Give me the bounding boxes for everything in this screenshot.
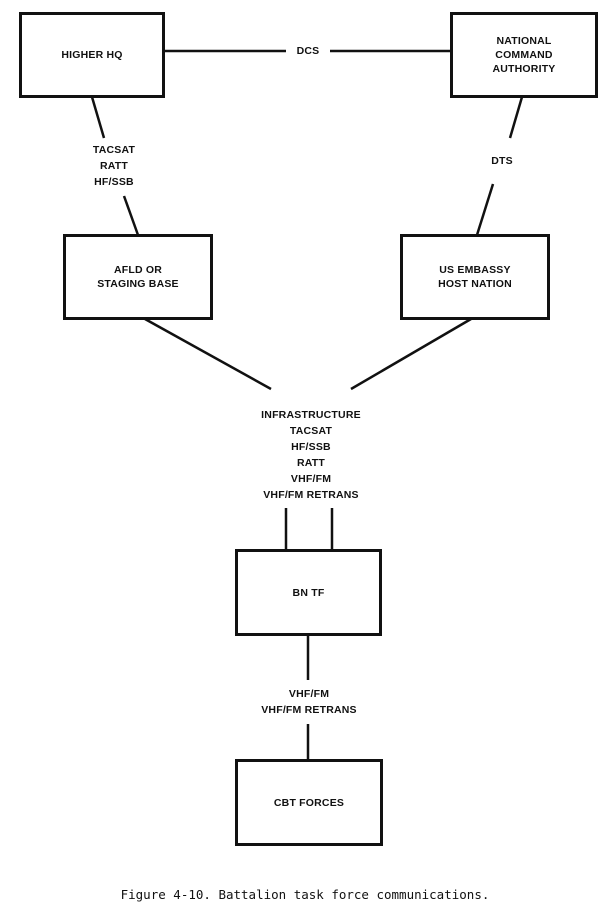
line-afld-hub (144, 317, 272, 391)
node-us-embassy-host-nation: US EMBASSY HOST NATION (400, 234, 550, 320)
node-afld-label: AFLD OR STAGING BASE (97, 264, 179, 290)
node-bn-tf: BN TF (235, 549, 382, 636)
line-nca-embassy-bottom (475, 183, 495, 236)
line-hq-afld-top (90, 96, 106, 139)
link-label-dts: DTS (480, 153, 524, 169)
node-bntf-label: BN TF (292, 586, 325, 599)
node-higher-hq-label: HIGHER HQ (61, 49, 123, 61)
line-hq-afld-bottom (122, 195, 140, 236)
node-national-command-authority: NATIONAL COMMAND AUTHORITY (450, 12, 598, 98)
link-label-hub: INFRASTRUCTURE TACSAT HF/SSB RATT VHF/FM… (241, 407, 381, 503)
node-cbt-label: CBT FORCES (273, 796, 345, 809)
node-higher-hq: HIGHER HQ (19, 12, 165, 98)
link-label-bntf-cbt: VHF/FM VHF/FM RETRANS (244, 686, 374, 718)
line-nca-embassy-top (508, 96, 524, 139)
figure-caption: Figure 4-10. Battalion task force commun… (120, 887, 490, 902)
link-label-dcs: DCS (288, 43, 328, 59)
node-nca-label: NATIONAL COMMAND AUTHORITY (492, 35, 556, 75)
link-label-hq-afld: TACSAT RATT HF/SSB (76, 142, 152, 190)
line-embassy-hub (350, 317, 472, 391)
node-embassy-label: US EMBASSY HOST NATION (438, 264, 512, 290)
node-afld-staging-base: AFLD OR STAGING BASE (63, 234, 213, 320)
node-cbt-forces: CBT FORCES (235, 759, 383, 846)
